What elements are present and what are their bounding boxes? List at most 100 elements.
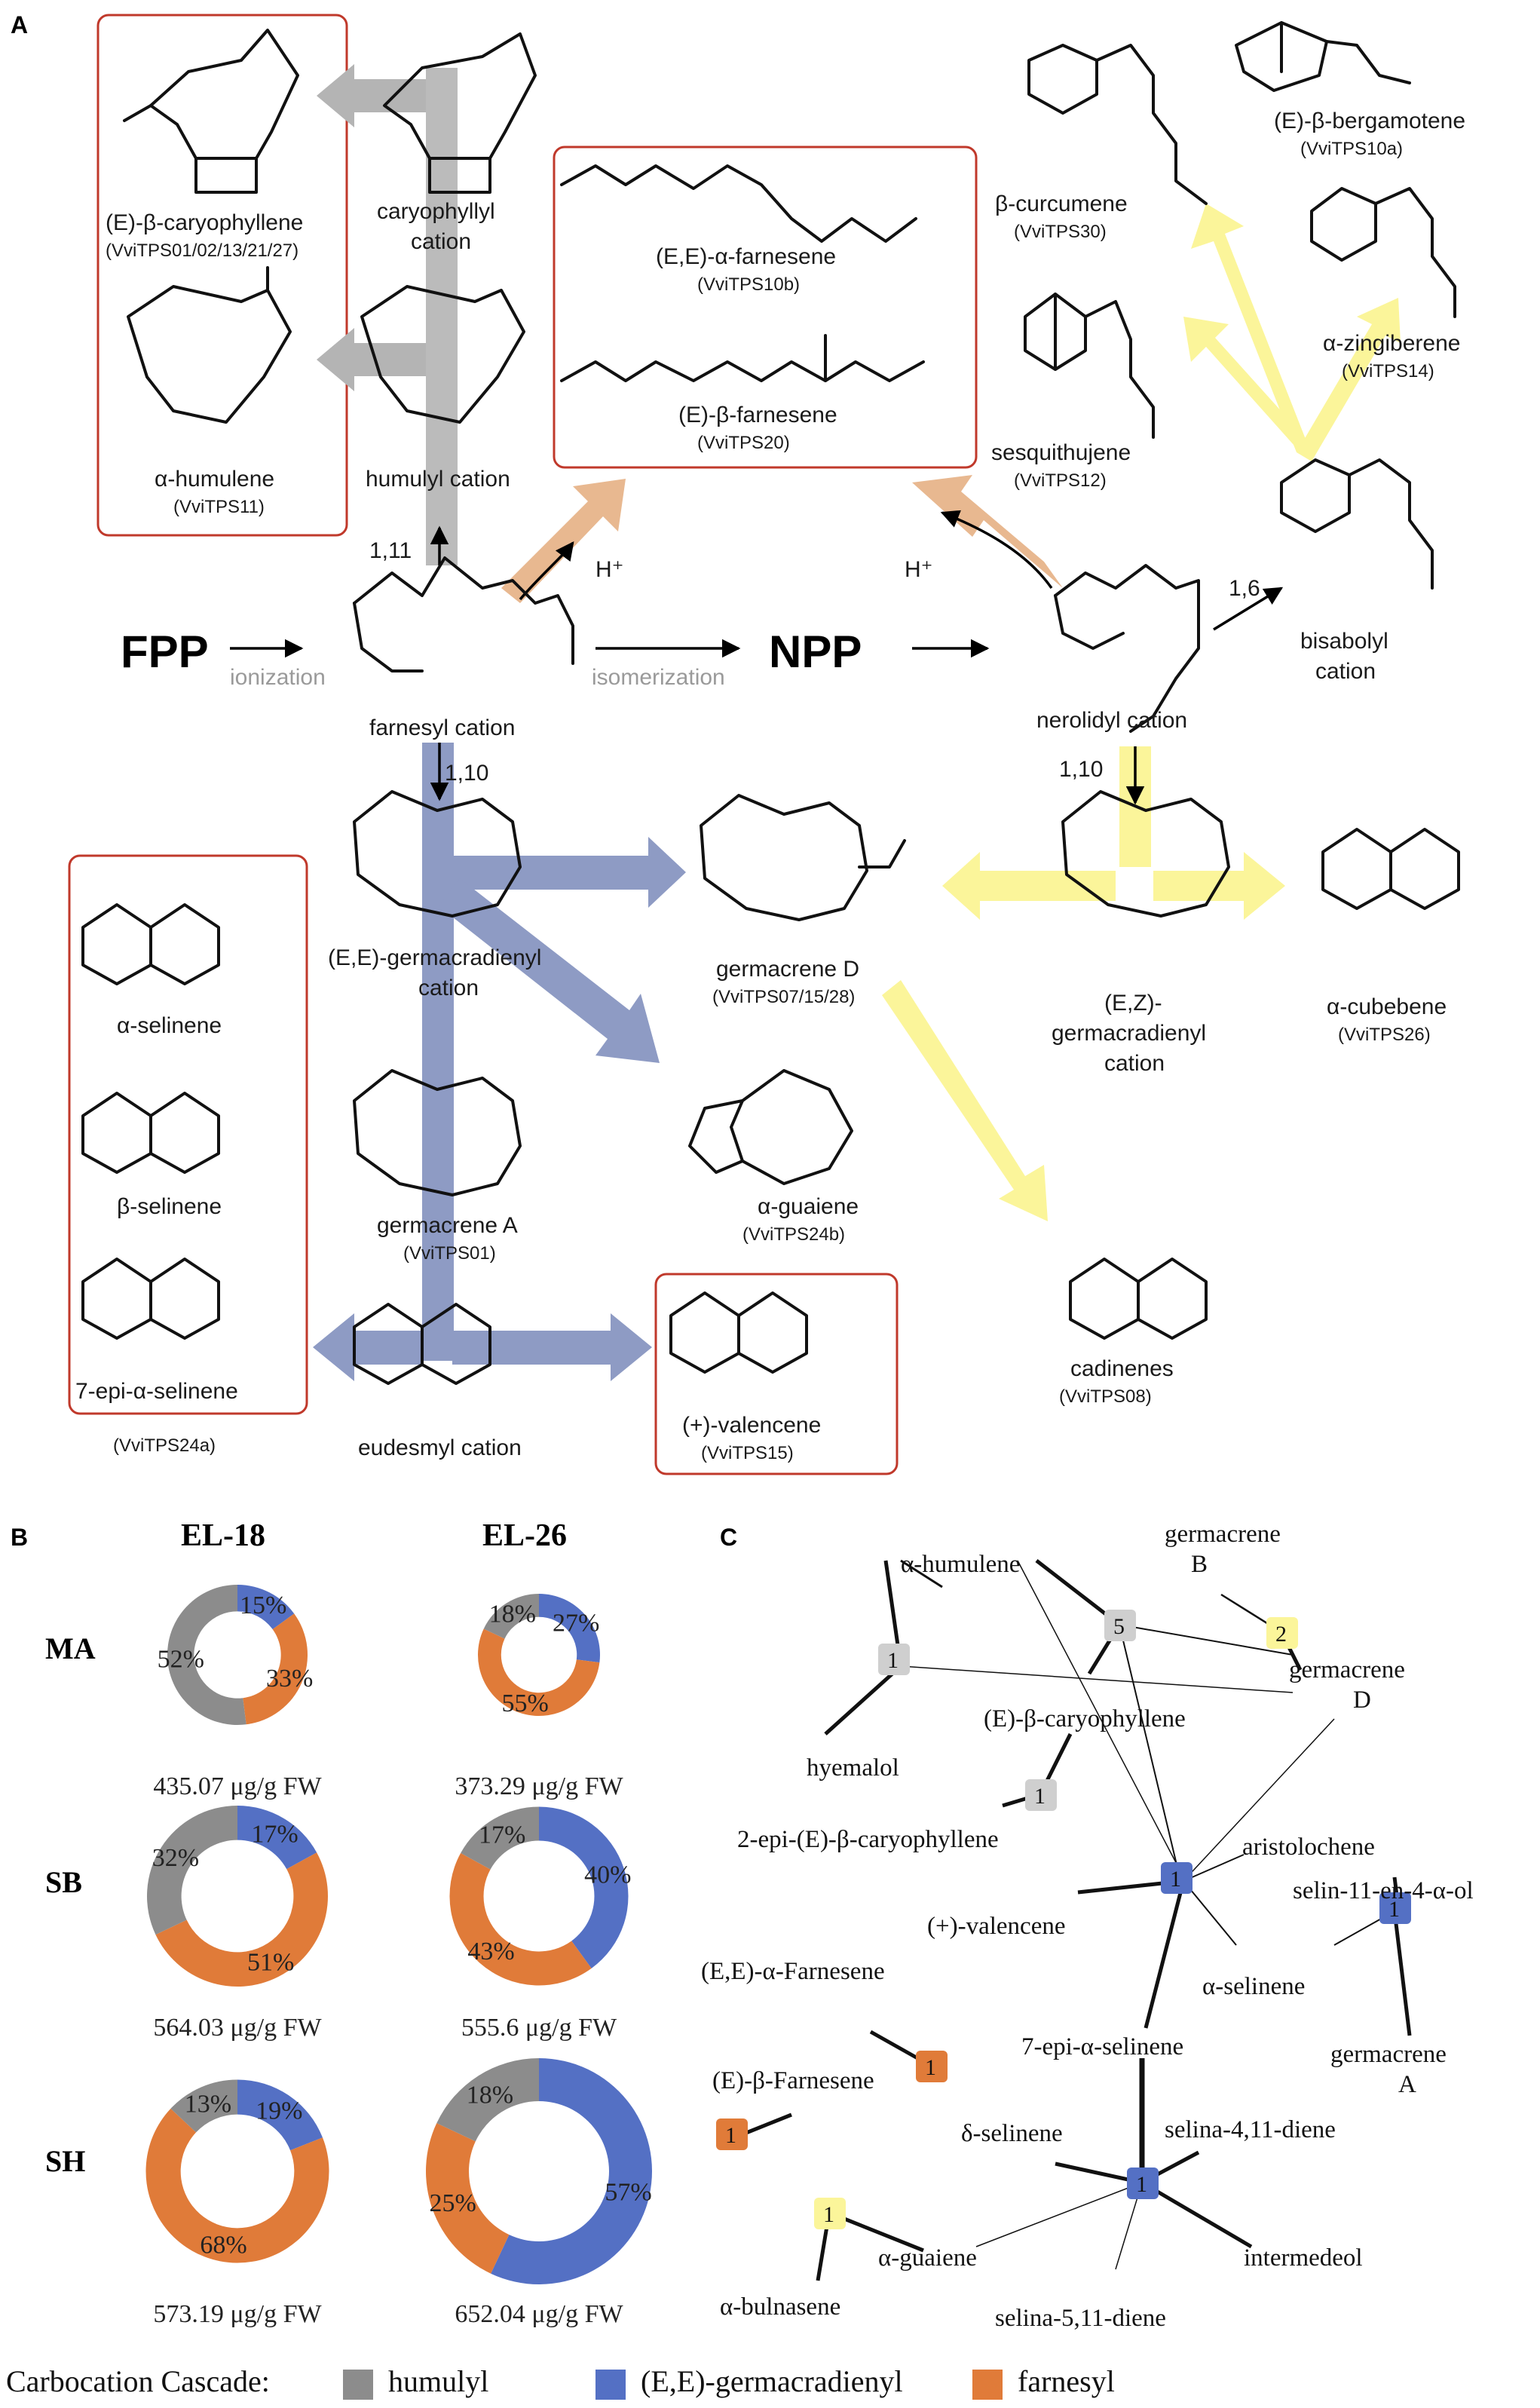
donut-total-ma-el-18: 435.07 μg/g FW bbox=[153, 1772, 322, 1800]
humulene-name: α-humulene bbox=[155, 467, 274, 492]
ee-farnesene-gene: (VviTPS10b) bbox=[697, 274, 800, 295]
donut-label-sh-el-18-germacradienyl: 19% bbox=[256, 2097, 302, 2125]
node-n1e-label: 1 bbox=[925, 2055, 936, 2080]
humulyl-cation-label: humulyl cation bbox=[366, 467, 510, 492]
donut-label-sb-el-18-germacradienyl: 17% bbox=[251, 1820, 298, 1848]
panel-label-a: A bbox=[11, 11, 28, 38]
ee-germacradienyl-label-1: (E,E)-germacradienyl bbox=[328, 945, 541, 970]
fpp-label: FPP bbox=[121, 627, 209, 677]
node-n1f-label: 1 bbox=[725, 2123, 736, 2148]
label-a-bulnasene: α-bulnasene bbox=[720, 2293, 840, 2321]
edge-center-aristolochene bbox=[1183, 1854, 1245, 1882]
label-intermedeol: intermedeol bbox=[1244, 2244, 1363, 2272]
structure-cubebene bbox=[1321, 828, 1460, 910]
network-nodes: 1 5 2 1 1 1 1 1 1 1 bbox=[716, 1610, 1411, 2229]
label-e-farnesene: (E)-β-Farnesene bbox=[712, 2067, 874, 2094]
ez-germacradienyl-label-1: (E,Z)- bbox=[1104, 991, 1162, 1016]
structure-guaiene bbox=[730, 1069, 853, 1185]
label-epi-caryophyllene: 2-epi-(E)-β-caryophyllene bbox=[737, 1826, 999, 1853]
structure-b-selinene bbox=[81, 1092, 220, 1174]
node-n2-label: 2 bbox=[1275, 1622, 1287, 1647]
structure-bisabolyl-cation bbox=[1280, 458, 1351, 533]
donut-label-sh-el-18-humulyl: 13% bbox=[185, 2091, 231, 2118]
node-n1-label: 1 bbox=[887, 1648, 899, 1673]
donut-slice-sb-el-18-humulyl bbox=[147, 1806, 237, 1935]
node-n1g bbox=[1127, 2168, 1159, 2199]
hplus-a-label: H⁺ bbox=[595, 557, 624, 582]
donut-label-sb-el-26-germacradienyl: 40% bbox=[584, 1861, 631, 1889]
yellow-arrow-germacrene-d bbox=[942, 852, 1116, 920]
blue-arrow-selinene bbox=[313, 1313, 422, 1381]
edge-1-germacrened bbox=[900, 1665, 1294, 1693]
structure-humulyl-cation bbox=[360, 285, 525, 424]
label-selina511: selina-5,11-diene bbox=[995, 2305, 1166, 2332]
donut-label-ma-el-26-humulyl: 18% bbox=[489, 1601, 536, 1628]
epi-selinene-gene: (VviTPS24a) bbox=[113, 1435, 216, 1456]
donut-label-sh-el-18-farnesyl: 68% bbox=[200, 2232, 246, 2259]
node-n2 bbox=[1266, 1617, 1298, 1649]
caryophyllyl-cation-label-2: cation bbox=[411, 229, 471, 254]
structure-farnesyl-cation bbox=[353, 556, 574, 665]
label-a-guaiene: α-guaiene bbox=[878, 2244, 977, 2272]
structure-cadinenes bbox=[1069, 1258, 1208, 1340]
label-epi-selinene: 7-epi-α-selinene bbox=[1021, 2033, 1183, 2060]
molecules bbox=[81, 21, 1460, 1385]
cubebene-gene: (VviTPS26) bbox=[1338, 1025, 1431, 1045]
isomerization-label: isomerization bbox=[592, 665, 725, 690]
cadinenes-gene: (VviTPS08) bbox=[1059, 1386, 1152, 1407]
structure-valencene bbox=[669, 1291, 808, 1374]
label-d-selinene: δ-selinene bbox=[961, 2120, 1063, 2147]
sesquithujene-name: sesquithujene bbox=[991, 440, 1131, 465]
blue-arrow-valencene bbox=[452, 1313, 652, 1381]
zingiberene-name: α-zingiberene bbox=[1323, 331, 1460, 356]
npp-label: NPP bbox=[769, 627, 862, 677]
label-hyemalol: hyemalol bbox=[807, 1754, 899, 1781]
pathway-labels: FPP NPP ionization isomerization farnesy… bbox=[75, 109, 1465, 1463]
cadinenes-name: cadinenes bbox=[1070, 1356, 1174, 1381]
structure-bergamotene bbox=[1235, 21, 1328, 92]
structure-e-farnesene bbox=[560, 360, 925, 382]
legend-label-humulyl: humulyl bbox=[388, 2364, 488, 2398]
blue-arrow-germacrene-d bbox=[452, 837, 686, 908]
donut-total-sh-el-18: 573.19 μg/g FW bbox=[153, 2300, 322, 2328]
curved-arrow-hplus-b bbox=[940, 510, 1053, 590]
sesquithujene-gene: (VviTPS12) bbox=[1014, 470, 1107, 491]
bisabolyl-cation-label-1: bisabolyl bbox=[1300, 629, 1388, 654]
donut-label-ma-el-18-humulyl: 52% bbox=[158, 1646, 204, 1674]
column-label-el26: EL-26 bbox=[482, 1518, 567, 1553]
yellow-arrow-sesquithujene bbox=[1183, 317, 1312, 452]
label-aristolochene: aristolochene bbox=[1242, 1834, 1375, 1861]
label-selina411: selina-4,11-diene bbox=[1165, 2116, 1336, 2143]
donut-total-sb-el-18: 564.03 μg/g FW bbox=[153, 2014, 322, 2042]
curcumene-gene: (VviTPS30) bbox=[1014, 222, 1107, 242]
donut-slice-sh-el-18-humulyl bbox=[170, 2079, 237, 2133]
step-110b-label: 1,10 bbox=[1059, 757, 1103, 782]
donut-slice-ma-el-18-farnesyl bbox=[243, 1613, 308, 1725]
reaction-arrows bbox=[230, 510, 1284, 805]
row-label-sh: SH bbox=[45, 2144, 85, 2178]
node-n1c-label: 1 bbox=[1170, 1867, 1181, 1892]
curved-arrow-hplus-a bbox=[519, 541, 574, 601]
donut-slice-ma-el-18-humulyl bbox=[167, 1585, 246, 1725]
donut-slice-sh-el-26-humulyl bbox=[436, 2058, 539, 2142]
step-16-label: 1,6 bbox=[1229, 576, 1260, 601]
donut-slice-ma-el-26-farnesyl bbox=[478, 1628, 600, 1716]
legend-swatch-humulyl bbox=[343, 2370, 373, 2400]
bergamotene-gene: (VviTPS10a) bbox=[1300, 139, 1403, 159]
donut-slice-sb-el-18-germacradienyl bbox=[237, 1806, 317, 1870]
label-e-caryophyllene: (E)-β-caryophyllene bbox=[984, 1705, 1186, 1732]
valencene-gene: (VviTPS15) bbox=[701, 1443, 794, 1463]
germacrene-d-gene: (VviTPS07/15/28) bbox=[712, 987, 855, 1007]
structure-nerolidyl-cation bbox=[1054, 564, 1200, 733]
guaiene-gene: (VviTPS24b) bbox=[742, 1224, 845, 1245]
node-n5 bbox=[1104, 1610, 1136, 1641]
nerolidyl-cation-label: nerolidyl cation bbox=[1036, 708, 1187, 733]
eudesmyl-cation-label: eudesmyl cation bbox=[358, 1435, 522, 1460]
cascade-arrows bbox=[313, 64, 1401, 1381]
yellow-arrow-curcumene bbox=[1191, 204, 1308, 452]
label-germacrene-a-1: germacrene bbox=[1330, 2041, 1447, 2068]
donut-slice-sb-el-26-farnesyl bbox=[449, 1852, 592, 1986]
yellow-arrow-cubebene bbox=[1153, 852, 1285, 920]
bisabolyl-cation-label-2: cation bbox=[1315, 659, 1376, 684]
germacradienyl-bar bbox=[422, 743, 454, 1361]
